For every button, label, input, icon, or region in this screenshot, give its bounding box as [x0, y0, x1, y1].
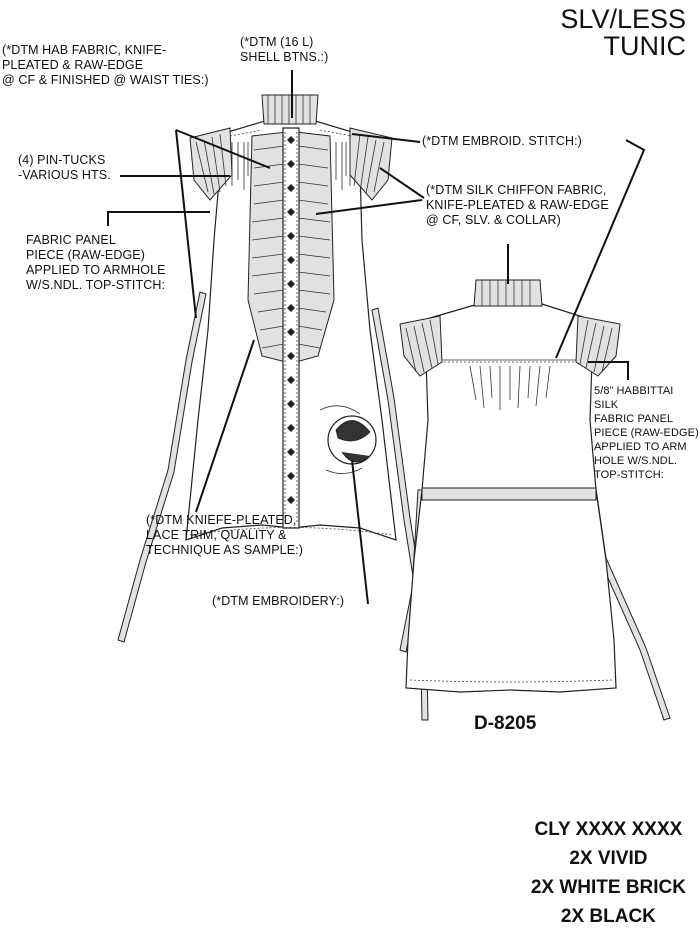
callout-fabric-panel: FABRIC PANEL PIECE (RAW-EDGE) APPLIED TO… [26, 233, 166, 292]
front-collar-ruffle [261, 94, 319, 125]
shell-button-icon [287, 376, 295, 384]
colorway-item: 2X WHITE BRICK [530, 877, 686, 898]
front-ruffle-left [247, 131, 287, 363]
shell-button-icon [287, 208, 295, 216]
callout-habbittai-panel: 5/8” HABBITTAI SILK FABRIC PANEL PIECE (… [594, 385, 699, 481]
back-waist-band [421, 487, 597, 501]
callout-pin-tucks: (4) PIN-TUCKS -VARIOUS HTS. [18, 153, 111, 182]
callout-hab-fabric: (*DTM HAB FABRIC, KNIFE- PLEATED & RAW-E… [2, 43, 209, 87]
colorway-item: 2X VIVID [569, 848, 648, 869]
shell-button-icon [287, 232, 295, 240]
front-view-garment [117, 94, 429, 721]
shell-button-icon [287, 472, 295, 480]
shell-button-icon [287, 136, 295, 144]
shell-button-icon [287, 448, 295, 456]
callout-embroid-stitch: (*DTM EMBROID. STITCH:) [422, 134, 582, 148]
callout-shell-buttons: (*DTM (16 L) SHELL BTNS.:) [240, 35, 329, 64]
garment-title: SLV/LESS TUNIC [560, 4, 686, 61]
shell-button-icon [287, 184, 295, 192]
callout-lace-trim: (*DTM KNIEFE-PLEATED, LACE TRIM, QUALITY… [146, 513, 303, 557]
back-collar-ruffle [473, 279, 543, 307]
back-shoulder-panel-left [399, 315, 443, 377]
shell-button-icon [287, 304, 295, 312]
callout-leaders [107, 70, 646, 605]
shell-button-icon [287, 424, 295, 432]
shell-button-icon [287, 280, 295, 288]
style-number: D-8205 [474, 713, 537, 734]
shell-button-icon [287, 352, 295, 360]
colorway-item: CLY XXXX XXXX [534, 819, 683, 840]
callout-embroidery: (*DTM EMBROIDERY:) [212, 594, 345, 608]
shell-button-icon [287, 160, 295, 168]
front-waist-tie-left [117, 291, 207, 643]
shell-buttons [287, 136, 295, 504]
shell-button-icon [287, 400, 295, 408]
callout-silk-chiffon: (*DTM SILK CHIFFON FABRIC, KNIFE-PLEATED… [426, 183, 609, 227]
shell-button-icon [287, 496, 295, 504]
shell-button-icon [287, 328, 295, 336]
back-view-garment [399, 279, 671, 721]
colorway-list: CLY XXXX XXXX 2X VIVID 2X WHITE BRICK 2X… [531, 815, 686, 931]
shell-button-icon [287, 256, 295, 264]
colorway-item: 2X BLACK [560, 906, 656, 927]
